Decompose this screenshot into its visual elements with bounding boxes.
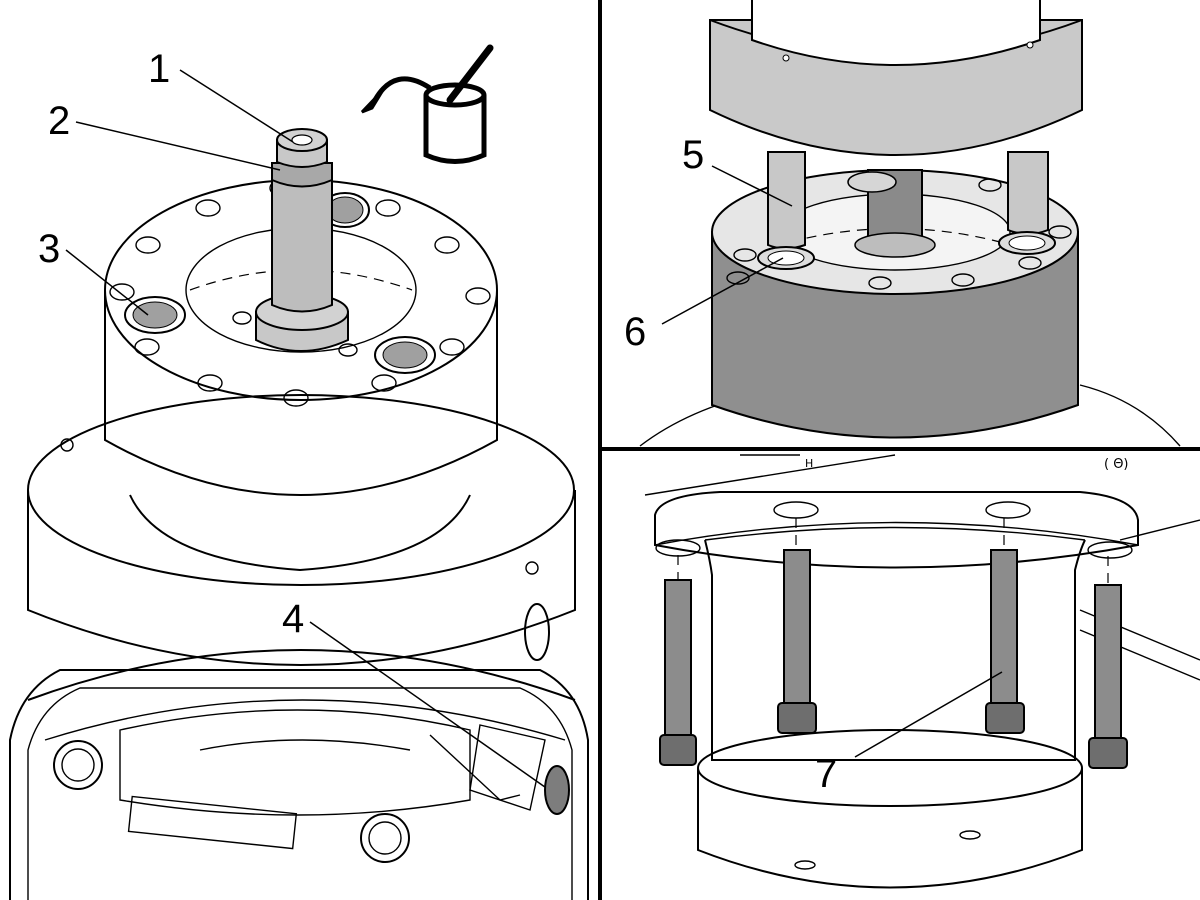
svg-text:( Θ): ( Θ) — [1104, 457, 1129, 472]
rotate-arrow-icon — [360, 76, 432, 114]
callout-label-5: 5 — [682, 133, 704, 177]
callout-label-1: 1 — [148, 47, 170, 91]
svg-text:H: H — [805, 457, 813, 470]
callout-7: 7 — [815, 671, 1003, 796]
callout-label-6: 6 — [624, 310, 646, 354]
top-right-panel: 5 6 — [624, 0, 1181, 447]
callout-5: 5 — [682, 133, 793, 207]
callout-label-4: 4 — [282, 597, 304, 641]
callout-label-7: 7 — [815, 752, 837, 796]
grease-pot-icon — [423, 44, 494, 164]
panel-dividers — [598, 0, 1200, 900]
callout-3: 3 — [38, 227, 149, 316]
motor-housing — [9, 649, 589, 900]
left-panel: 1 2 3 4 — [9, 44, 589, 900]
flange-neck — [129, 494, 471, 572]
locating-pins — [124, 192, 436, 374]
shaft — [255, 128, 349, 352]
callout-label-3: 3 — [38, 227, 60, 271]
callout-1: 1 — [148, 47, 294, 143]
screws — [659, 518, 1128, 769]
callout-2: 2 — [48, 99, 281, 171]
callout-label-2: 2 — [48, 99, 70, 143]
callout-6: 6 — [624, 257, 784, 354]
callout-4: 4 — [282, 597, 570, 815]
bottom-right-panel: H ( Θ) — [644, 454, 1200, 889]
lower-ring — [27, 394, 576, 666]
